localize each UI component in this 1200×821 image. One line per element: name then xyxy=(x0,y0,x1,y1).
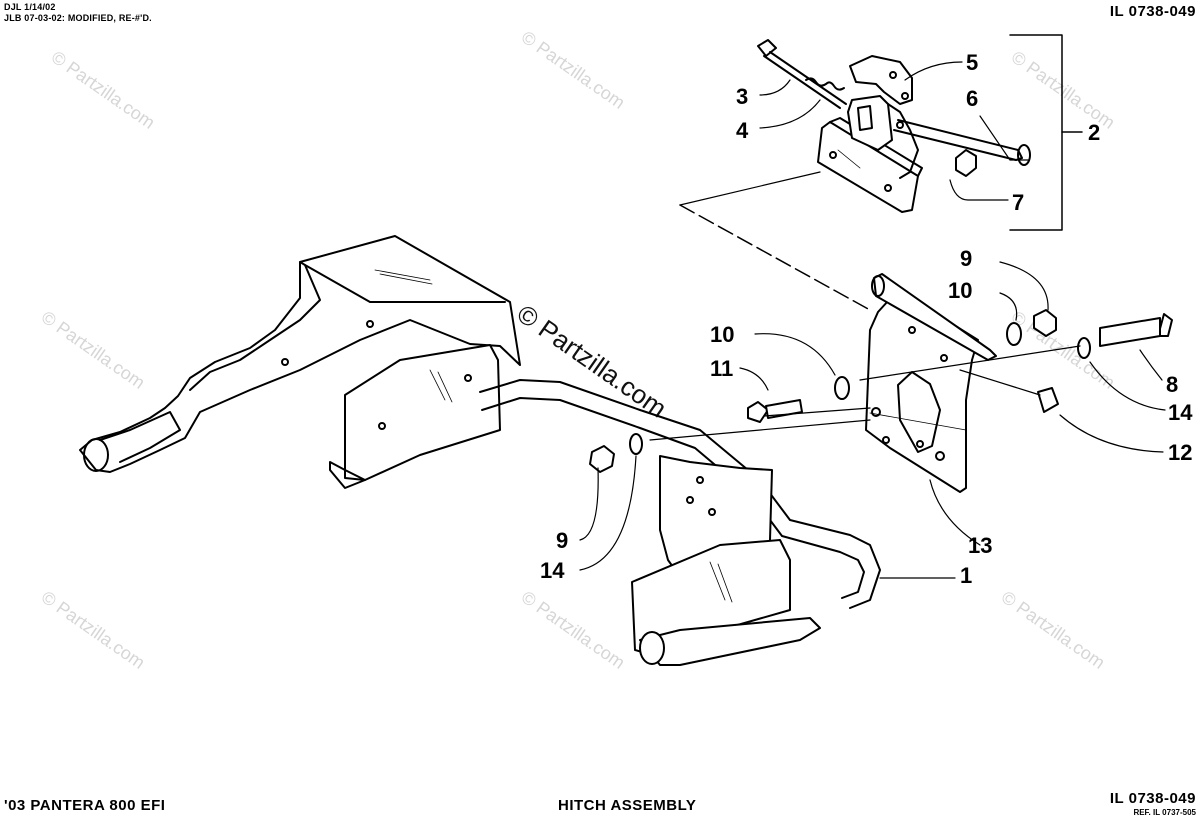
callout-14-lower: 14 xyxy=(540,558,565,583)
callout-5: 5 xyxy=(966,50,978,75)
callout-13: 13 xyxy=(968,533,992,558)
diagram-title: HITCH ASSEMBLY xyxy=(558,797,697,814)
watermark: © Partzilla.com xyxy=(38,307,149,393)
callout-10-upper: 10 xyxy=(948,278,972,303)
illustration-id: IL 0738-049 xyxy=(1109,3,1196,20)
leader-line xyxy=(679,171,821,206)
leader-lines xyxy=(579,61,1166,579)
washer-10-left xyxy=(834,376,850,400)
callout-9-lower: 9 xyxy=(556,528,568,553)
callout-10-left: 10 xyxy=(710,322,734,347)
callout-4: 4 xyxy=(736,118,749,143)
nut-7 xyxy=(955,149,977,177)
spring-4 xyxy=(805,77,845,91)
latch-arm xyxy=(849,55,913,105)
callout-14-right: 14 xyxy=(1168,400,1193,425)
callout-1: 1 xyxy=(960,563,972,588)
callouts: 1 2 3 4 5 6 7 8 9 9 10 10 11 12 13 14 14 xyxy=(540,50,1193,588)
callout-8: 8 xyxy=(1166,372,1178,397)
model-name: '03 PANTERA 800 EFI xyxy=(4,797,166,814)
bolt-11 xyxy=(747,399,803,423)
reference-id: REF. IL 0737-505 xyxy=(1133,808,1196,817)
hitch-plate-13 xyxy=(865,289,979,493)
washer-14-right xyxy=(1077,337,1091,359)
drafting-note-1: DJL 1/14/02 xyxy=(4,2,56,12)
drafting-note-2: JLB 07-03-02: MODIFIED, RE-#'D. xyxy=(4,13,152,23)
watermark: © Partzilla.com xyxy=(48,47,159,133)
latch-block xyxy=(847,95,919,179)
left-frame-rail xyxy=(79,235,521,473)
watermark: © Partzilla.com xyxy=(38,587,149,673)
callout-3: 3 xyxy=(736,84,748,109)
washer-10-upper xyxy=(1006,322,1022,346)
spacer-12 xyxy=(1037,387,1059,413)
front-plate xyxy=(631,539,821,666)
center-watermark: © Partzilla.com xyxy=(512,298,673,423)
nut-9-lower xyxy=(589,445,615,473)
bolt-8 xyxy=(1099,313,1173,347)
callout-9-upper: 9 xyxy=(960,246,972,271)
callout-6: 6 xyxy=(966,86,978,111)
nut-9-upper xyxy=(1033,309,1057,337)
watermark: © Partzilla.com xyxy=(1008,307,1119,393)
watermark: © Partzilla.com xyxy=(998,587,1109,673)
watermark: © Partzilla.com xyxy=(518,27,629,113)
callout-11: 11 xyxy=(710,356,733,381)
pin-6 xyxy=(893,119,1031,166)
washer-14-lower xyxy=(629,433,643,455)
callout-12: 12 xyxy=(1168,440,1192,465)
callout-2: 2 xyxy=(1088,120,1100,145)
watermark: © Partzilla.com xyxy=(518,587,629,673)
callout-7: 7 xyxy=(1012,190,1024,215)
pivot-rod xyxy=(871,273,997,361)
watermark: © Partzilla.com xyxy=(1008,47,1119,133)
footer-illustration-id: IL 0738-049 xyxy=(1109,790,1196,807)
bolt-3 xyxy=(757,39,847,109)
left-mount-bracket xyxy=(329,344,501,489)
assembly-guide-line xyxy=(679,204,871,311)
